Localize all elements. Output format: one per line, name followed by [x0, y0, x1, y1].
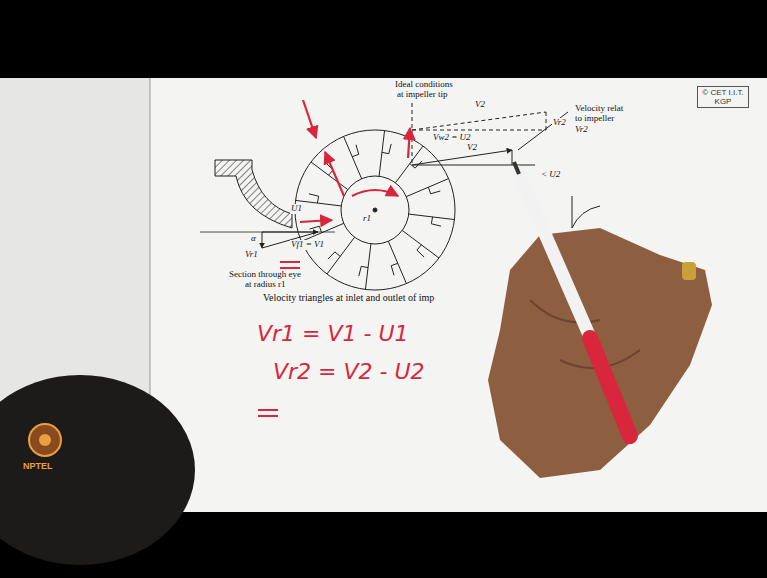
velocity-label: Vw2 = U2 [432, 133, 472, 143]
heading-text: at impeller tip [396, 90, 448, 100]
impeller [295, 130, 455, 290]
logo-box: © CET I.I.T. KGP [697, 86, 749, 108]
lecturer-hand [488, 228, 712, 478]
heading-text: Ideal conditions [394, 80, 454, 90]
velocity-label: V2 [466, 143, 478, 153]
callout-text: Velocity relat [574, 104, 624, 114]
section-caption: Section through eye [228, 270, 302, 280]
logo-text: NPTEL [22, 462, 54, 472]
velocity-label: Vr2 [552, 118, 567, 128]
pen [514, 162, 630, 436]
velocity-label: < U2 [540, 170, 561, 180]
nptel-logo [29, 424, 61, 456]
viewer-head [0, 375, 195, 565]
handwritten-equation: Vr2 = V2 - U2 [272, 360, 426, 384]
velocity-label: Vf1 = V1 [290, 240, 325, 250]
handwritten-equation: Vr1 = V1 - U1 [256, 322, 410, 346]
outlet-triangles [412, 96, 568, 165]
velocity-label: Vr1 [244, 250, 259, 260]
velocity-label: V2 [474, 100, 486, 110]
logo-text: © CET I.I.T. KGP [701, 88, 745, 106]
angle-label: α [250, 234, 257, 244]
section-caption: at radius r1 [244, 280, 287, 290]
radius-label: r1 [362, 214, 372, 224]
velocity-label: Vr2 [574, 125, 589, 135]
blade-profile [572, 196, 600, 228]
figure-caption: Velocity triangles at inlet and outlet o… [262, 292, 435, 303]
callout-text: to impeller [574, 114, 615, 124]
velocity-label: U1 [290, 204, 303, 214]
shroud-section [200, 160, 335, 232]
